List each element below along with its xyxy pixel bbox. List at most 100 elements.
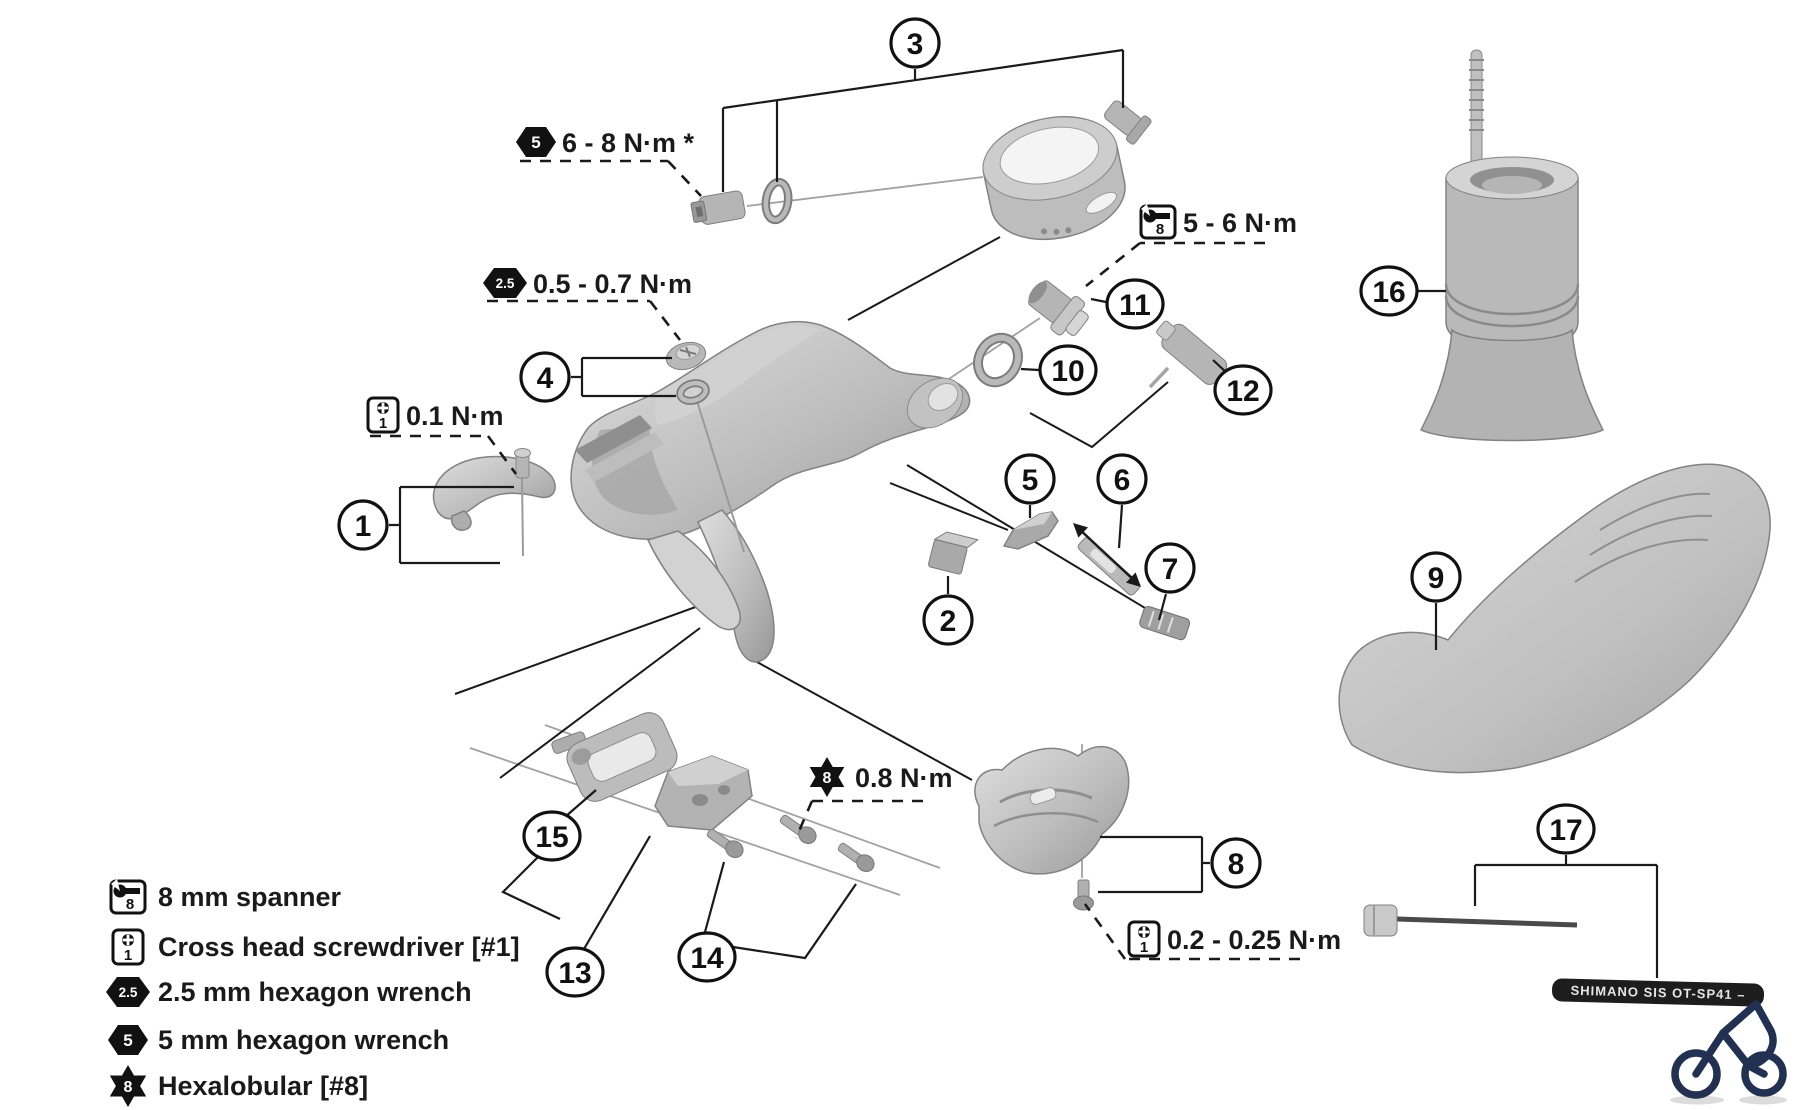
legend-row-hexalobular: 8 Hexalobular [#8] — [109, 1065, 368, 1107]
part-9-hood-cover — [1338, 463, 1771, 774]
callout-16: 16 — [1359, 265, 1419, 317]
part-8-cover — [974, 746, 1130, 911]
torque-value: 0.8 N·m — [855, 763, 953, 793]
hexalobular-size: 8 — [823, 770, 832, 787]
svg-text:4: 4 — [537, 362, 554, 395]
part-4-screw-oring — [665, 341, 745, 553]
hexalobular-icon — [109, 1065, 147, 1107]
svg-text:1: 1 — [355, 510, 372, 543]
torque-label-6-8nm: 5 6 - 8 N·m * — [516, 127, 695, 158]
svg-text:17: 17 — [1549, 814, 1582, 847]
torque-label-05-07nm: 2.5 0.5 - 0.7 N·m — [483, 268, 692, 299]
legend-label: Hexalobular [#8] — [158, 1071, 368, 1101]
arrowhead-icon — [1073, 523, 1088, 538]
screwdriver-icon — [1127, 920, 1161, 958]
callout-2: 2 — [922, 594, 974, 646]
svg-text:7: 7 — [1162, 553, 1179, 586]
part-5-wedge — [1002, 511, 1059, 550]
svg-text:2.5: 2.5 — [119, 985, 138, 1000]
part-2-block — [928, 531, 979, 575]
torque-label-08nm: 8 0.8 N·m — [809, 757, 953, 797]
part-10-ring — [973, 332, 1023, 388]
part-1-lever-plate — [432, 455, 556, 531]
legend-row-hex25: 2.5 2.5 mm hexagon wrench — [106, 977, 472, 1007]
legend-label: 8 mm spanner — [158, 882, 342, 912]
svg-text:15: 15 — [535, 821, 568, 854]
part-14-bolts — [706, 814, 875, 873]
torque-value: 5 - 6 N·m — [1183, 208, 1297, 238]
svg-text:12: 12 — [1226, 375, 1259, 408]
callout-3: 3 — [889, 17, 941, 69]
legend-row-screwdriver: 1 Cross head screwdriver [#1] — [111, 928, 520, 966]
hex-wrench-icon — [106, 977, 150, 1007]
hex-size: 2.5 — [496, 276, 515, 291]
arrowhead-icon — [1126, 572, 1141, 587]
legend-label: Cross head screwdriver [#1] — [158, 932, 520, 962]
screwdriver-size: 1 — [1140, 939, 1148, 956]
bicycle-logo-icon — [1670, 1000, 1787, 1105]
callout-leader-lines — [389, 48, 1659, 978]
hex-wrench-icon — [516, 127, 556, 157]
screwdriver-icon — [111, 928, 145, 966]
callout-8: 8 — [1210, 837, 1262, 889]
tool-legend: 8 8 mm spanner 1 Cross head screwdriver … — [106, 879, 520, 1107]
legend-label: 5 mm hexagon wrench — [158, 1025, 449, 1055]
svg-text:14: 14 — [690, 942, 724, 975]
callout-9: 9 — [1410, 551, 1462, 603]
part-15-mount-plate — [551, 712, 678, 802]
clamp-band — [982, 116, 1126, 241]
callout-17: 17 — [1536, 803, 1596, 855]
legend-label: 2.5 mm hexagon wrench — [158, 977, 472, 1007]
spanner-size: 8 — [1156, 221, 1164, 238]
part-6-link — [1073, 523, 1141, 596]
svg-text:5: 5 — [123, 1031, 132, 1050]
svg-text:6: 6 — [1114, 464, 1131, 497]
callout-11: 11 — [1105, 278, 1165, 330]
svg-text:1: 1 — [124, 947, 132, 964]
part-11-fitting — [1028, 280, 1089, 336]
callout-5: 5 — [1004, 453, 1056, 505]
hexalobular-icon — [809, 757, 845, 797]
svg-text:5: 5 — [1022, 464, 1039, 497]
legend-row-hex5: 5 5 mm hexagon wrench — [108, 1025, 449, 1055]
hex-wrench-icon — [108, 1025, 148, 1055]
callout-14: 14 — [677, 931, 737, 983]
part-3-clamp-assembly — [690, 100, 1152, 241]
svg-text:16: 16 — [1372, 276, 1405, 309]
torque-label-5-6nm: 8 5 - 6 N·m — [1139, 204, 1297, 240]
callouts: 1 2 3 4 5 6 7 8 9 10 11 12 13 14 15 16 1… — [337, 17, 1596, 998]
torque-value: 6 - 8 N·m * — [562, 128, 695, 158]
svg-text:8: 8 — [126, 896, 134, 913]
callout-7: 7 — [1144, 542, 1196, 594]
svg-text:8: 8 — [124, 1079, 133, 1096]
callout-10: 10 — [1038, 344, 1098, 396]
callout-12: 12 — [1213, 364, 1273, 416]
callout-1: 1 — [337, 499, 389, 551]
part-small-screw-01nm — [514, 448, 531, 557]
svg-text:3: 3 — [907, 28, 924, 61]
svg-text:8: 8 — [1228, 848, 1245, 881]
part-16-bushing — [1419, 49, 1605, 442]
callout-13: 13 — [545, 946, 605, 998]
hex-size: 5 — [531, 133, 540, 152]
clamp-bolt — [1104, 100, 1152, 145]
callout-15: 15 — [522, 810, 582, 862]
torque-label-02-025nm: 1 0.2 - 0.25 N·m — [1127, 920, 1341, 958]
screwdriver-size: 1 — [379, 415, 387, 432]
svg-text:11: 11 — [1119, 289, 1151, 322]
svg-text:10: 10 — [1051, 355, 1084, 388]
torque-label-01nm: 1 0.1 N·m — [366, 396, 504, 434]
callout-6: 6 — [1096, 453, 1148, 505]
svg-text:13: 13 — [558, 957, 591, 990]
part-17-cable-housing: SHIMANO SIS OT-SP41 – — [1363, 904, 1765, 1007]
part-13-bracket-block — [654, 755, 753, 831]
cable-housing-label: SHIMANO SIS OT-SP41 – — [1570, 983, 1745, 1003]
torque-leader-lines — [370, 159, 1300, 961]
part-main-lever-body — [570, 320, 971, 663]
svg-text:2: 2 — [940, 605, 957, 638]
torque-value: 0.5 - 0.7 N·m — [533, 269, 692, 299]
cable-housing — [1552, 978, 1765, 1007]
part-7-connector — [1139, 606, 1191, 641]
